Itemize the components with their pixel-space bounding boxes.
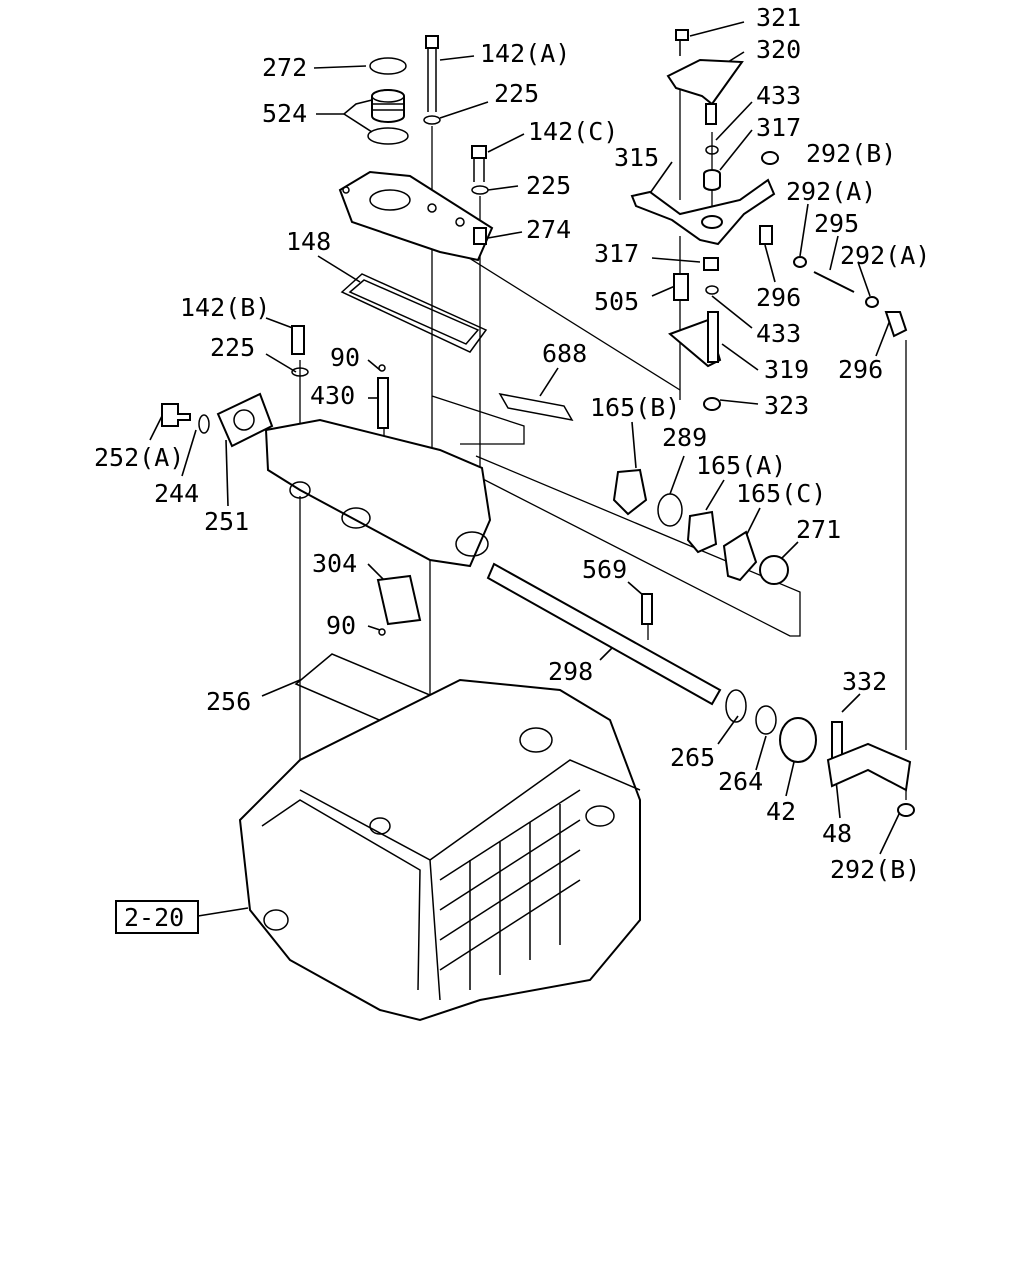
callout-label[interactable]: 296 — [838, 355, 883, 384]
leader-lines — [149, 21, 901, 917]
callout-label[interactable]: 292(A) — [840, 241, 930, 270]
callout-label[interactable]: 505 — [594, 287, 639, 316]
callout-label[interactable]: 90 — [330, 343, 360, 372]
callout-label[interactable]: 321 — [756, 3, 801, 32]
callout-label[interactable]: 292(B) — [830, 855, 920, 884]
case-part — [238, 678, 641, 1022]
callout-label[interactable]: 430 — [310, 381, 355, 410]
ribs — [439, 789, 581, 990]
callout-label[interactable]: 142(C) — [528, 117, 618, 146]
callout-label[interactable]: 433 — [756, 319, 801, 348]
callout-label[interactable]: 298 — [548, 657, 593, 686]
shift-housing — [161, 325, 574, 636]
bushing-part — [779, 717, 817, 763]
callout-label[interactable]: 90 — [326, 611, 356, 640]
callout-label[interactable]: 256 — [206, 687, 251, 716]
callout-label[interactable]: 265 — [670, 743, 715, 772]
bracket-part — [666, 58, 744, 106]
callout-label[interactable]: 165(A) — [696, 451, 786, 480]
callout-label[interactable]: 251 — [204, 507, 249, 536]
callout-label[interactable]: 48 — [822, 819, 852, 848]
callout-label[interactable]: 225 — [210, 333, 255, 362]
shift-linkage-assembly — [630, 29, 908, 411]
callout-label[interactable]: 264 — [718, 767, 763, 796]
reference-box[interactable] — [115, 900, 199, 934]
callout-label[interactable]: 296 — [756, 283, 801, 312]
callout-label[interactable]: 688 — [542, 339, 587, 368]
callout-label[interactable]: 274 — [526, 215, 571, 244]
transmission-case — [238, 653, 641, 1022]
shift-block-part — [376, 574, 422, 626]
bracket-part — [826, 742, 912, 792]
callout-label[interactable]: 315 — [614, 143, 659, 172]
callout-label[interactable]: 292(A) — [786, 177, 876, 206]
snap-ring-part — [369, 57, 407, 75]
bolt-part — [471, 145, 487, 159]
lever-part — [630, 178, 776, 246]
callout-label[interactable]: 165(B) — [590, 393, 680, 422]
callout-label[interactable]: 433 — [756, 81, 801, 110]
callout-label[interactable]: 244 — [154, 479, 199, 508]
callout-label[interactable]: 225 — [526, 171, 571, 200]
nut-part — [761, 151, 779, 165]
housing-part — [264, 418, 492, 568]
reference-box-label: 2-20 — [124, 903, 184, 932]
callout-label[interactable]: 320 — [756, 35, 801, 64]
callout-label[interactable]: 42 — [766, 797, 796, 826]
collar-part — [673, 273, 689, 301]
shift-cover-assembly — [338, 35, 494, 353]
callout-label[interactable]: 142(A) — [480, 39, 570, 68]
callout-label[interactable]: 225 — [494, 79, 539, 108]
washer-part — [471, 185, 489, 195]
callout-label[interactable]: 304 — [312, 549, 357, 578]
callout-label[interactable]: 317 — [594, 239, 639, 268]
callout-labels: 321 320 433 317 292(B) 315 292(A) 295 29… — [94, 3, 930, 884]
washer-part — [423, 115, 441, 125]
callout-label[interactable]: 323 — [764, 391, 809, 420]
callout-label[interactable]: 319 — [764, 355, 809, 384]
bushing-part — [759, 555, 789, 585]
flange-part — [216, 392, 274, 448]
callout-label[interactable]: 295 — [814, 209, 859, 238]
callout-label[interactable]: 165(C) — [736, 479, 826, 508]
bolt-part — [425, 35, 439, 49]
callout-label[interactable]: 292(B) — [806, 139, 896, 168]
callout-label[interactable]: 148 — [286, 227, 331, 256]
plug-part — [371, 89, 405, 123]
callout-label[interactable]: 524 — [262, 99, 307, 128]
o-ring-part — [367, 127, 409, 145]
callout-label[interactable]: 332 — [842, 667, 887, 696]
callout-label[interactable]: 271 — [796, 515, 841, 544]
callout-label[interactable]: 317 — [756, 113, 801, 142]
callout-label[interactable]: 272 — [262, 53, 307, 82]
shift-shaft-assembly — [486, 468, 915, 817]
shift-shaft-part — [486, 562, 722, 706]
cover-plate-part — [338, 170, 494, 262]
gasket-part — [340, 273, 488, 353]
callout-label[interactable]: 289 — [662, 423, 707, 452]
callout-label[interactable]: 569 — [582, 555, 627, 584]
callout-label[interactable]: 252(A) — [94, 443, 184, 472]
callout-label[interactable]: 142(B) — [180, 293, 270, 322]
interlock-plate-part — [498, 392, 574, 422]
